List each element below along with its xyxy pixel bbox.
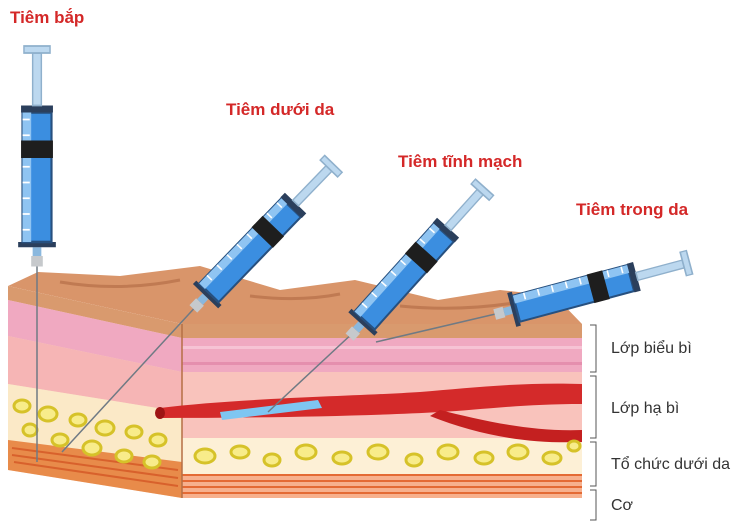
label-dermis: Lớp hạ bì [611, 400, 680, 417]
label-intravenous-injection: Tiêm tĩnh mạch [398, 152, 523, 171]
label-muscle: Cơ [611, 497, 634, 514]
label-epidermis: Lớp biểu bì [611, 340, 692, 357]
label-intradermal-injection: Tiêm trong da [576, 200, 689, 219]
label-subcutaneous-tissue: Tổ chức dưới da [611, 456, 731, 473]
label-intramuscular-injection: Tiêm bắp [10, 8, 85, 27]
label-subcutaneous-injection: Tiêm dưới da [226, 100, 335, 119]
